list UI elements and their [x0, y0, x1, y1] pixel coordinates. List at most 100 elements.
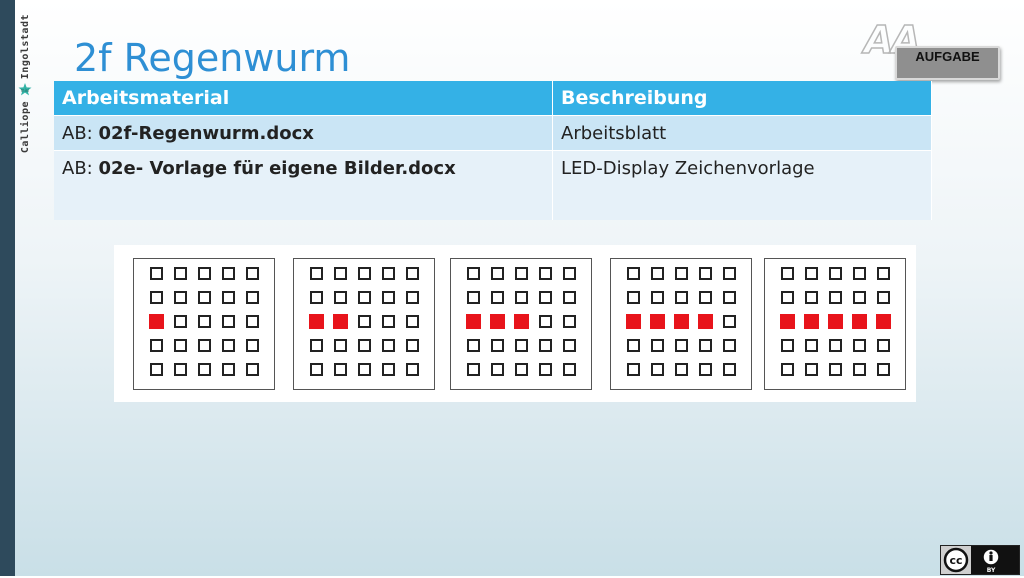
- led-off: [382, 339, 395, 352]
- cc-by-icon: cc BY: [941, 546, 1019, 574]
- led-frame: [450, 258, 592, 390]
- led-off: [675, 363, 688, 376]
- led-off: [222, 363, 235, 376]
- led-off: [358, 363, 371, 376]
- led-on: [852, 314, 867, 329]
- led-off: [246, 267, 259, 280]
- material-prefix: AB:: [62, 158, 99, 179]
- led-off: [382, 291, 395, 304]
- led-off: [877, 267, 890, 280]
- led-on: [876, 314, 891, 329]
- led-off: [877, 339, 890, 352]
- led-off: [491, 267, 504, 280]
- led-off: [539, 291, 552, 304]
- led-off: [198, 363, 211, 376]
- led-off: [853, 339, 866, 352]
- led-frame: [133, 258, 275, 390]
- led-off: [563, 363, 576, 376]
- led-off: [853, 291, 866, 304]
- led-on: [650, 314, 665, 329]
- led-off: [334, 267, 347, 280]
- led-frames-panel: [114, 245, 916, 402]
- table-header-row: Arbeitsmaterial Beschreibung: [54, 81, 932, 116]
- table-row: AB: 02e- Vorlage für eigene Bilder.docx …: [54, 150, 932, 220]
- led-off: [382, 267, 395, 280]
- led-off: [829, 267, 842, 280]
- description-cell: LED-Display Zeichenvorlage: [552, 150, 932, 220]
- led-frame: [293, 258, 435, 390]
- led-off: [150, 339, 163, 352]
- led-on: [780, 314, 795, 329]
- led-off: [853, 267, 866, 280]
- led-off: [150, 267, 163, 280]
- led-off: [723, 267, 736, 280]
- led-off: [627, 363, 640, 376]
- led-off: [310, 363, 323, 376]
- led-off: [515, 339, 528, 352]
- led-off: [174, 267, 187, 280]
- led-off: [334, 363, 347, 376]
- led-off: [491, 363, 504, 376]
- material-file: 02f-Regenwurm.docx: [98, 122, 314, 144]
- led-off: [467, 267, 480, 280]
- led-off: [467, 339, 480, 352]
- cc-license-badge: cc BY: [940, 545, 1020, 575]
- led-off: [805, 267, 818, 280]
- led-off: [781, 363, 794, 376]
- led-on: [626, 314, 641, 329]
- led-off: [829, 339, 842, 352]
- cc-text: cc: [949, 554, 962, 567]
- led-off: [515, 363, 528, 376]
- led-off: [515, 291, 528, 304]
- led-off: [150, 291, 163, 304]
- led-off: [563, 291, 576, 304]
- table-row: AB: 02f-Regenwurm.docx Arbeitsblatt: [54, 115, 932, 151]
- material-file: 02e- Vorlage für eigene Bilder.docx: [98, 158, 456, 179]
- led-off: [491, 339, 504, 352]
- led-off: [781, 267, 794, 280]
- led-off: [539, 363, 552, 376]
- led-off: [539, 315, 552, 328]
- by-text: BY: [987, 567, 996, 574]
- led-off: [563, 315, 576, 328]
- led-off: [805, 339, 818, 352]
- badge-label: AUFGABE: [915, 49, 980, 64]
- led-off: [198, 339, 211, 352]
- led-off: [699, 267, 712, 280]
- led-off: [222, 315, 235, 328]
- led-off: [198, 315, 211, 328]
- led-off: [675, 267, 688, 280]
- led-off: [406, 267, 419, 280]
- led-off: [246, 291, 259, 304]
- led-off: [406, 339, 419, 352]
- led-off: [310, 267, 323, 280]
- led-off: [829, 363, 842, 376]
- led-off: [675, 339, 688, 352]
- page-title: 2f Regenwurm: [74, 36, 351, 80]
- led-off: [174, 315, 187, 328]
- led-off: [174, 339, 187, 352]
- led-off: [853, 363, 866, 376]
- description-cell: Arbeitsblatt: [552, 115, 932, 151]
- led-on: [804, 314, 819, 329]
- led-off: [723, 315, 736, 328]
- led-on: [466, 314, 481, 329]
- led-off: [627, 339, 640, 352]
- led-off: [877, 291, 890, 304]
- sidebar-bar: [0, 0, 15, 576]
- led-off: [246, 339, 259, 352]
- led-on: [828, 314, 843, 329]
- led-off: [563, 339, 576, 352]
- led-off: [563, 267, 576, 280]
- led-off: [539, 339, 552, 352]
- material-cell: AB: 02e- Vorlage für eigene Bilder.docx: [54, 150, 553, 220]
- led-off: [723, 339, 736, 352]
- led-off: [539, 267, 552, 280]
- led-off: [723, 363, 736, 376]
- star-label: mini: [21, 88, 30, 93]
- led-on: [149, 314, 164, 329]
- led-off: [651, 339, 664, 352]
- star-icon: mini: [18, 83, 32, 96]
- led-on: [490, 314, 505, 329]
- led-off: [699, 363, 712, 376]
